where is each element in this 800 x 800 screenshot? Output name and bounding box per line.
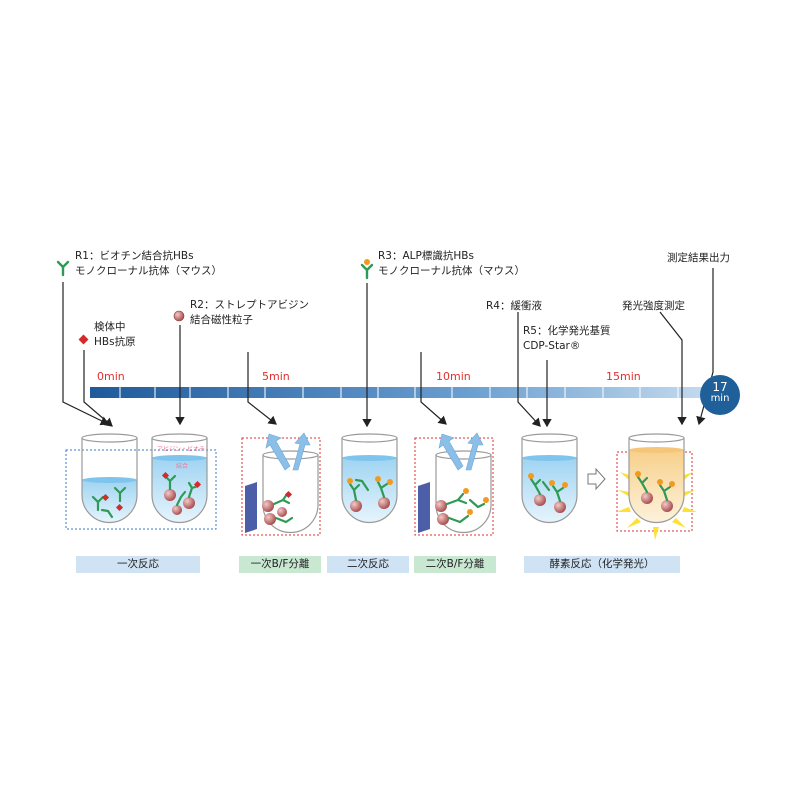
r5-label-line1: R5：化学発光基質	[523, 325, 611, 337]
tube-annotation-line1: アビジン・ビオチ	[157, 446, 206, 453]
phase-bf-separation-1: 一次B/F分離	[239, 556, 321, 573]
r5-label-line2: CDP-Star®	[523, 340, 581, 352]
r4-label: R4：緩衝液	[486, 300, 542, 312]
tick-0min: 0min	[97, 370, 125, 383]
r2-label-line1: R2：ストレプトアビジン	[190, 299, 309, 311]
transition-arrow	[587, 467, 606, 491]
reagent-arrows	[62, 268, 714, 428]
tube-2	[151, 433, 208, 524]
r3-label-line2: モノクローナル抗体（マウス）	[378, 265, 525, 277]
sample-antigen-icon	[78, 334, 89, 345]
end-time-unit: min	[710, 393, 730, 404]
tube-7	[616, 433, 697, 540]
tube-1	[81, 433, 138, 524]
tick-10min: 10min	[436, 370, 471, 383]
tube-annotation-line2: 結合	[176, 463, 189, 470]
measure-label: 発光強度測定	[622, 300, 685, 312]
end-time-value: 17	[712, 380, 728, 394]
tick-15min: 15min	[606, 370, 641, 383]
r3-label-line1: R3：ALP標識抗HBs	[378, 250, 474, 262]
output-label: 測定結果出力	[667, 252, 730, 264]
tube-5	[418, 432, 492, 534]
r3-alp-antibody-icon	[360, 259, 374, 280]
phase-primary-reaction: 一次反応	[76, 556, 200, 573]
sample-label-line2: HBs抗原	[94, 336, 136, 348]
timeline-bar	[90, 387, 715, 398]
r1-label-line1: R1：ビオチン結合抗HBs	[75, 250, 194, 262]
end-time-badge: 17 min	[700, 375, 740, 415]
r2-label-line2: 結合磁性粒子	[190, 314, 253, 326]
r2-particle-icon	[173, 310, 185, 322]
primary-reaction-box	[65, 449, 217, 530]
tube-3	[245, 432, 319, 534]
bf-separation-1-box	[241, 437, 321, 536]
sample-label-line1: 検体中	[94, 321, 126, 333]
bf-separation-2-box	[414, 437, 494, 536]
tube-4	[341, 433, 398, 524]
tube-6	[521, 433, 578, 524]
tick-5min: 5min	[262, 370, 290, 383]
r1-antibody-icon	[56, 260, 70, 277]
phase-enzyme-reaction: 酵素反応（化学発光）	[524, 556, 680, 573]
r1-label-line2: モノクローナル抗体（マウス）	[75, 265, 222, 277]
phase-bf-separation-2: 二次B/F分離	[414, 556, 496, 573]
phase-secondary-reaction: 二次反応	[327, 556, 409, 573]
